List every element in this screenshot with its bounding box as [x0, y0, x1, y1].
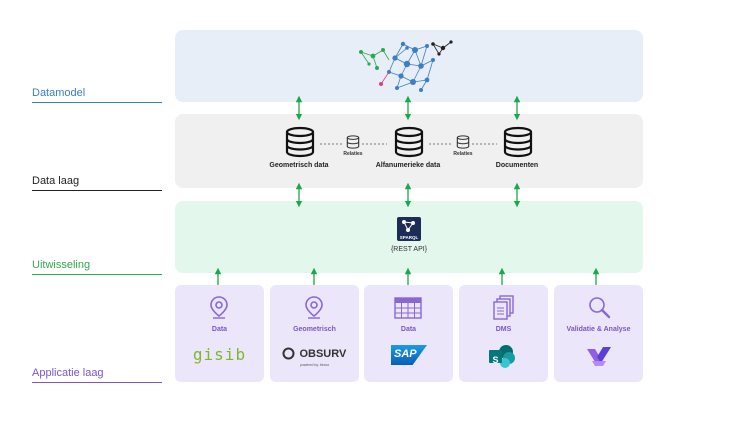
- layer-label-applicatie-laag: Applicatie laag: [32, 367, 104, 379]
- sharepoint-letter: S: [492, 355, 499, 365]
- app-card-sharepoint: DMS S: [459, 285, 548, 382]
- app-title: Data: [211, 326, 228, 333]
- data-laag-band: [175, 114, 643, 188]
- obsurv-subtext: powered by: tiecco: [300, 363, 330, 367]
- sap-text: SAP: [394, 348, 417, 360]
- app-title: Validatie & Analyse: [566, 326, 631, 333]
- database-icon: [503, 126, 533, 158]
- layer-underline: [32, 382, 162, 383]
- app-title: DMS: [495, 326, 512, 333]
- map-pin-icon: [210, 296, 228, 319]
- database-icon: [394, 126, 424, 158]
- relation-database-icon: [346, 135, 360, 149]
- obsurv-circle-icon: [282, 347, 295, 360]
- layer-underline: [32, 190, 162, 191]
- app-title: Geometrisch: [293, 326, 336, 333]
- obsurv-logo: OBSURV: [282, 345, 346, 363]
- app-title: Data: [400, 326, 417, 333]
- layer-label-data-laag: Data laag: [32, 175, 80, 187]
- sparql-text: SPARQL: [399, 235, 419, 240]
- magnifier-icon: [589, 297, 611, 319]
- sparql-graph-icon: [402, 220, 415, 232]
- relation-database-icon: [456, 135, 470, 149]
- alfanumerieke-data-label: Alfanumerieke data: [375, 162, 441, 169]
- layer-label-uitwisseling: Uitwisseling: [32, 259, 91, 271]
- sap-logo: SAP: [391, 345, 427, 365]
- layer-label-datamodel: Datamodel: [32, 87, 86, 99]
- database-icon: [285, 126, 315, 158]
- relaties-label: Relaties: [453, 151, 473, 157]
- sharepoint-logo: S: [489, 345, 517, 369]
- documenten-label: Documenten: [495, 162, 539, 169]
- layer-underline: [32, 102, 162, 103]
- validation-tool-logo: [587, 347, 611, 366]
- sharepoint-circle-3: [500, 358, 510, 368]
- sparql-logo: SPARQL: [397, 217, 421, 241]
- gisib-logo: gisib: [192, 345, 247, 364]
- map-pin-icon: [305, 296, 323, 319]
- app-card-sap: Data SAP: [364, 285, 453, 382]
- rest-api-label: {REST API}: [390, 246, 428, 253]
- table-icon: [394, 297, 422, 319]
- app-card-gisib: Data gisib: [175, 285, 264, 382]
- app-card-obsurv: Geometrisch OBSURV powered by: tiecco: [270, 285, 359, 382]
- geometrisch-data-label: Geometrisch data: [269, 162, 329, 169]
- layer-underline: [32, 274, 162, 275]
- app-card-validatie: Validatie & Analyse: [554, 285, 643, 382]
- sharepoint-square: S: [489, 350, 502, 365]
- network-graph-icon: [359, 40, 453, 92]
- documents-icon: [493, 295, 514, 320]
- relaties-label: Relaties: [343, 151, 363, 157]
- obsurv-text: OBSURV: [299, 347, 347, 360]
